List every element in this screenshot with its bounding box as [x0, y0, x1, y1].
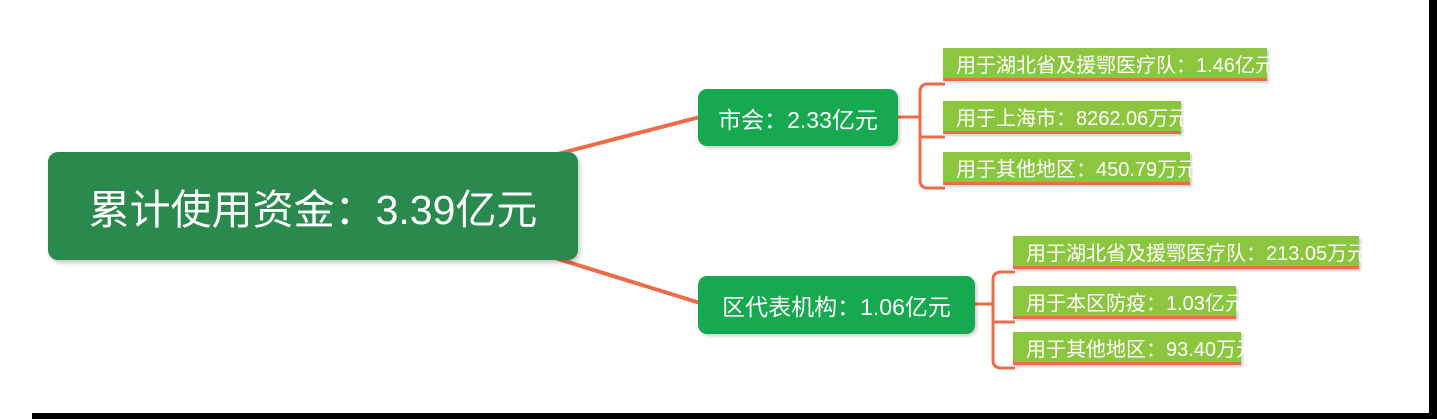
- leaf-node-shanghai: 用于上海市：8262.06万元: [943, 101, 1188, 134]
- connector-root-to-municipal: [540, 115, 702, 160]
- connector-municipal-bracket: [918, 82, 945, 190]
- leaf-node-hubei-medical-teams: 用于湖北省及援鄂医疗队：1.46亿元: [943, 48, 1275, 81]
- connector-root-to-district: [540, 252, 702, 305]
- root-node-total-funds: 累计使用资金：3.39亿元: [48, 152, 578, 260]
- connector-district-bracket: [991, 270, 1015, 370]
- leaf-node-other-regions-district: 用于其他地区：93.40万元: [1013, 332, 1256, 365]
- branch-node-district-agencies: 区代表机构：1.06亿元: [698, 276, 975, 334]
- leaf-node-district-epidemic-prevention: 用于本区防疫：1.03亿元: [1013, 286, 1245, 319]
- bottom-edge-bar: [32, 413, 1437, 419]
- leaf-node-hubei-medical-teams-district: 用于湖北省及援鄂医疗队：213.05万元: [1013, 236, 1367, 269]
- right-edge-bar: [1429, 0, 1437, 419]
- leaf-node-other-regions-municipal: 用于其他地区：450.79万元: [943, 152, 1197, 185]
- branch-node-municipal-council: 市会：2.33亿元: [698, 89, 898, 146]
